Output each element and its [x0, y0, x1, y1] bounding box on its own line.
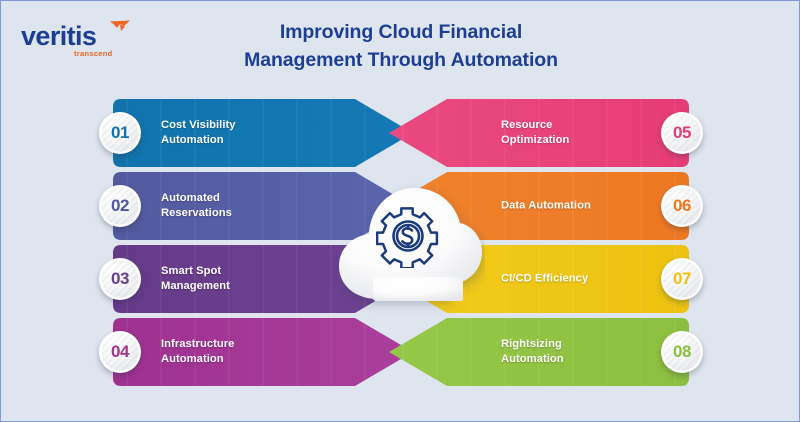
brand-tagline: transcend: [74, 49, 113, 58]
step-number-badge-01: 01: [99, 112, 141, 154]
step-bar-shape: [113, 245, 413, 313]
swoosh-bird-icon: [110, 20, 130, 31]
page-title-line-1: Improving Cloud Financial: [279, 21, 523, 43]
step-bar-shape: [113, 318, 413, 386]
gear-with-dollar-icon: [376, 207, 439, 268]
step-label-06: Data Automation: [501, 199, 681, 214]
step-bar-shape: [113, 172, 413, 240]
step-number-badge-05: 05: [661, 112, 703, 154]
brand-logo: veritis transcend: [21, 19, 151, 63]
step-label-line-1: Infrastructure: [161, 338, 235, 350]
step-bar-shape: [389, 318, 689, 386]
step-label-07: CI/CD Efficiency: [501, 272, 681, 287]
step-label-line-1: Resource: [501, 119, 553, 131]
step-label-line-2: Automation: [501, 353, 564, 365]
step-number-badge-06: 06: [661, 185, 703, 227]
step-label-line-2: Automation: [161, 353, 224, 365]
step-label-line-2: Management: [161, 280, 230, 292]
step-number-badge-03: 03: [99, 258, 141, 300]
step-bar-shape: [389, 172, 689, 240]
step-number-badge-04: 04: [99, 331, 141, 373]
page-title-line-2: Management Through Automation: [244, 48, 558, 71]
step-number-badge-07: 07: [661, 258, 703, 300]
step-bar-shape: [113, 99, 413, 167]
step-label-line-1: Automated: [161, 192, 220, 204]
step-label-line-2: Automation: [161, 134, 224, 146]
step-label-line-1: Smart Spot: [161, 265, 222, 277]
brand-wordmark: veritis: [21, 21, 97, 51]
step-bar-shape: [389, 99, 689, 167]
step-label-line-2: Reservations: [161, 207, 232, 219]
step-label-line-1: Cost Visibility: [161, 119, 236, 131]
step-label-line-2: Optimization: [501, 134, 570, 146]
step-number-badge-08: 08: [661, 331, 703, 373]
step-label-line-1: Rightsizing: [501, 338, 562, 350]
page-title: Improving Cloud Financial Management Thr…: [201, 19, 601, 74]
step-number-badge-02: 02: [99, 185, 141, 227]
step-label-line-1: Data Automation: [501, 199, 591, 212]
step-label-line-1: CI/CD Efficiency: [501, 272, 589, 285]
